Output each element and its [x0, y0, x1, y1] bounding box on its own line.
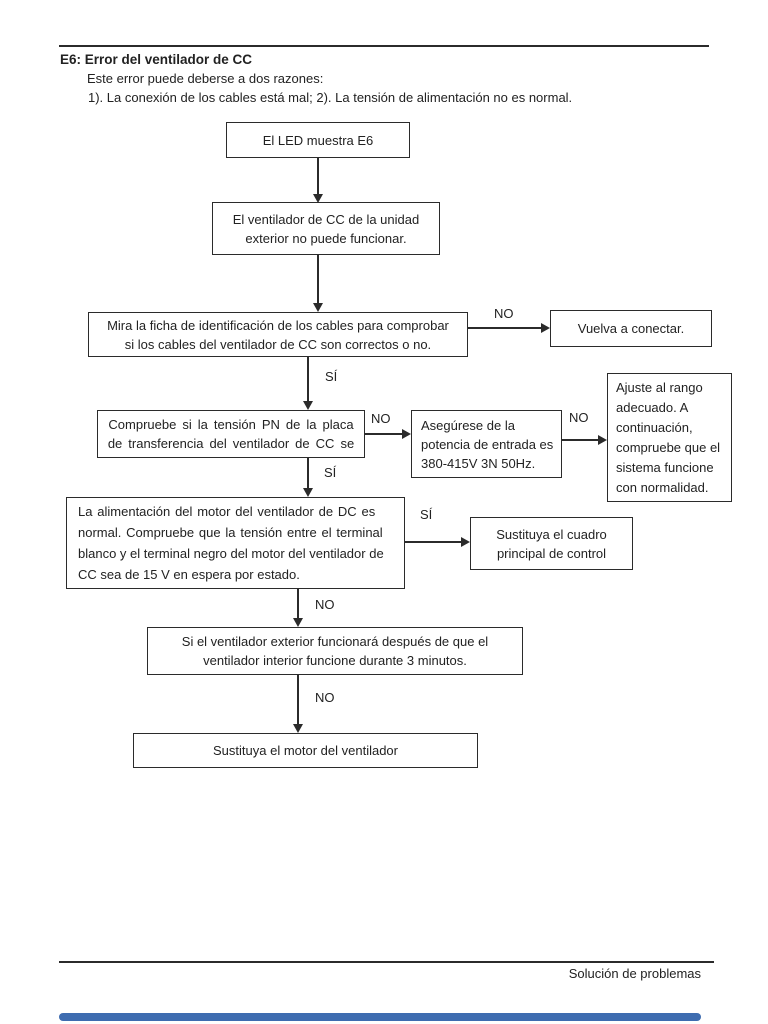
node-text: exterior no puede funcionar. — [245, 230, 407, 246]
flow-node-replace-main-board: Sustituya el cuadro principal de control — [470, 517, 633, 570]
connector-checkwiring-to-reconnect — [468, 327, 542, 329]
node-text: CC sea de 15 V en espera por estado. — [78, 567, 300, 582]
node-text: El LED muestra E6 — [262, 132, 374, 148]
node-text: potencia de entrada es — [421, 436, 554, 452]
intro-line-2: 1). La conexión de los cables está mal; … — [88, 90, 573, 105]
node-text: con normalidad. — [616, 479, 709, 495]
node-text: continuación, — [616, 419, 693, 435]
node-text: Vuelva a conectar. — [577, 321, 685, 336]
flow-node-led-display: El LED muestra E6 — [226, 122, 410, 158]
flow-node-check-pn-voltage: Compruebe si la tensión PN de la placa d… — [97, 410, 365, 458]
node-text: compruebe que el — [616, 439, 721, 455]
node-text: Asegúrese de la — [421, 417, 515, 433]
footer-text: Solución de problemas — [568, 966, 701, 981]
edge-label-si: SÍ — [324, 465, 337, 480]
node-text: Sustituya el motor del ventilador — [213, 743, 398, 758]
top-rule — [59, 45, 709, 47]
node-text: de transferencia del ventilador de CC se — [107, 436, 355, 451]
arrow-right-icon — [461, 537, 470, 547]
node-text: adecuado. A — [616, 399, 689, 415]
edge-label-si: SÍ — [325, 369, 338, 384]
node-text: Sustituya el cuadro — [496, 526, 607, 542]
flow-node-replace-fan-motor: Sustituya el motor del ventilador — [133, 733, 478, 768]
edge-label-no: NO — [371, 411, 391, 426]
node-text: Mira la ficha de identificación de los c… — [107, 317, 449, 333]
flow-node-check-motor-power: La alimentación del motor del ventilador… — [66, 497, 405, 589]
node-text: El ventilador de CC de la unidad — [232, 211, 420, 227]
connector-motorpower-to-mainboard — [405, 541, 462, 543]
node-text: blanco y el terminal negro del motor del… — [78, 546, 384, 561]
edge-label-si: SÍ — [420, 507, 433, 522]
node-text: principal de control — [496, 545, 607, 561]
arrow-down-icon — [303, 488, 313, 497]
connector-3min-to-replacemotor — [297, 675, 299, 725]
node-text: Compruebe si la tensión PN de la placa — [108, 417, 354, 432]
node-text: si los cables del ventilador de CC son c… — [124, 336, 432, 352]
flow-node-reconnect: Vuelva a conectar. — [550, 310, 712, 347]
connector-pn-to-motorpower — [307, 458, 309, 489]
node-text: 380-415V 3N 50Hz. — [421, 455, 536, 471]
edge-label-no: NO — [494, 306, 514, 321]
arrow-down-icon — [313, 303, 323, 312]
connector-led-to-fan — [317, 158, 319, 196]
node-text: normal. Compruebe que la tensión entre e… — [78, 525, 383, 540]
footer-rule — [59, 961, 714, 963]
node-text: Ajuste al rango — [616, 379, 703, 395]
connector-motorpower-to-3min — [297, 589, 299, 619]
edge-label-no: NO — [315, 597, 335, 612]
flow-node-fan-after-3-minutes: Si el ventilador exterior funcionará des… — [147, 627, 523, 675]
footer-accent-bar — [59, 1013, 701, 1021]
connector-checkwiring-to-pn — [307, 357, 309, 402]
node-text: La alimentación del motor del ventilador… — [78, 504, 376, 519]
flow-node-check-input-power: Asegúrese de la potencia de entrada es 3… — [411, 410, 562, 478]
page-title: E6: Error del ventilador de CC — [60, 52, 253, 67]
connector-inputpower-to-adjust — [562, 439, 599, 441]
arrow-down-icon — [303, 401, 313, 410]
flow-node-fan-cannot-work: El ventilador de CC de la unidad exterio… — [212, 202, 440, 255]
node-text: ventilador interior funcione durante 3 m… — [203, 653, 467, 668]
edge-label-no: NO — [315, 690, 335, 705]
arrow-down-icon — [293, 618, 303, 627]
arrow-right-icon — [402, 429, 411, 439]
connector-pn-to-inputpower — [365, 433, 403, 435]
flow-node-adjust-range: Ajuste al rango adecuado. A continuación… — [607, 373, 732, 502]
node-text: Si el ventilador exterior funcionará des… — [181, 634, 489, 649]
arrow-right-icon — [541, 323, 550, 333]
node-text: sistema funcione — [616, 459, 714, 475]
connector-fan-to-checkwiring — [317, 255, 319, 304]
intro-line-1: Este error puede deberse a dos razones: — [87, 71, 324, 86]
flow-node-check-wiring: Mira la ficha de identificación de los c… — [88, 312, 468, 357]
arrow-down-icon — [293, 724, 303, 733]
edge-label-no: NO — [569, 410, 589, 425]
arrow-right-icon — [598, 435, 607, 445]
arrow-down-icon — [313, 194, 323, 203]
